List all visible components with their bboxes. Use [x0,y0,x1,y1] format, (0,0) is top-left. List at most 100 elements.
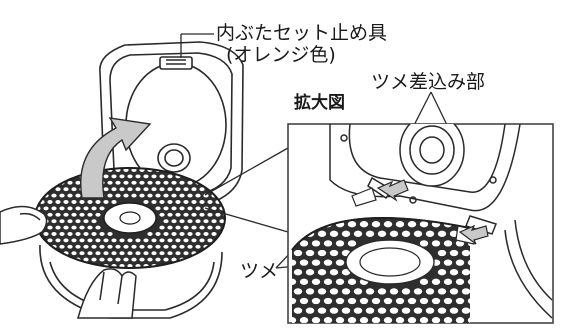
perforation-hole [155,180,161,185]
perforation-hole [175,187,181,192]
perforation-hole [163,219,169,224]
perforation-hole [63,200,69,204]
perforation-hole [83,206,89,211]
perforation-hole [199,238,205,243]
perforation-hole [139,180,145,185]
perforation-hole [443,278,453,285]
perforation-hole [139,257,145,262]
perforation-hole [103,200,109,204]
perforation-hole [147,257,153,262]
perforation-hole [347,278,357,285]
perforation-hole [155,257,161,262]
perforation-hole [195,206,201,211]
perforation-hole [383,221,393,228]
perforation-hole [323,240,333,247]
perforation-hole [175,238,181,243]
perforation-hole [323,297,333,305]
perforation-hole [455,317,465,323]
perforation-hole [191,238,197,243]
perforation-hole [119,187,125,192]
perforation-hole [292,317,297,323]
perforation-hole [179,244,185,249]
perforation-hole [341,307,351,314]
perforation-hole [63,225,69,230]
perforation-hole [335,278,345,285]
perforation-hole [51,193,57,198]
perforation-hole [55,187,61,192]
curved-arrow-icon [80,117,152,199]
perforation-hole [305,269,315,276]
perforation-hole [305,249,315,257]
perforation-hole [407,317,417,323]
perforation-hole [127,264,133,268]
perforation-hole [365,307,375,314]
perforation-hole [443,240,453,247]
perforation-hole [179,219,185,224]
perforation-hole [63,174,69,179]
perforation-hole [317,269,327,276]
perforation-hole [159,251,165,256]
perforation-hole [87,212,93,217]
perforation-hole [187,206,193,211]
perforation-hole [431,297,441,305]
perforation-hole [425,288,435,295]
perforation-hole [171,257,177,262]
perforation-hole [111,238,117,243]
perforation-hole [292,297,297,305]
perforation-hole [71,251,77,256]
perforation-hole [87,238,93,243]
perforation-hole [211,219,217,224]
perforation-hole [389,288,399,295]
perforation-hole [171,193,177,198]
perforation-hole [365,230,375,237]
perforation-hole [35,168,41,172]
perforation-hole [461,269,470,276]
perforation-hole [203,193,209,198]
perforation-hole [71,200,77,204]
perforation-hole [443,259,453,266]
perforation-hole [187,193,193,198]
perforation-hole [143,238,149,243]
perforation-hole [171,232,177,236]
perforation-hole [371,297,381,305]
perforation-hole [329,307,339,314]
perforation-hole [353,307,363,314]
perforation-hole [419,240,429,247]
perforation-hole [179,206,185,211]
perforation-hole [115,193,121,198]
perforation-hole [107,193,113,198]
perforation-hole [51,168,57,172]
perforation-hole [51,219,57,224]
perforation-hole [95,238,101,243]
perforation-hole [159,187,165,192]
double-arrow-icon [376,179,489,245]
perforation-hole [75,168,81,172]
perforation-hole [329,230,339,237]
perforation-hole [419,317,429,323]
perforation-hole [67,193,73,198]
perforation-hole [75,244,81,249]
perforation-hole [131,244,137,249]
perforation-hole [299,259,309,266]
perforation-hole [191,200,197,204]
perforation-hole [151,238,157,243]
perforation-hole [183,200,189,204]
perforation-hole [413,230,423,237]
perforation-hole [155,193,161,198]
perforation-hole [292,278,297,285]
perforation-hole [75,180,81,185]
perforation-hole [59,193,65,198]
hands [0,205,137,319]
perforation-hole [167,251,173,256]
perforation-hole [139,244,145,249]
perforation-hole [299,317,309,323]
perforation-hole [461,288,470,295]
perforation-hole [39,174,45,179]
perforation-hole [215,212,221,217]
perforation-hole [47,174,53,179]
perforation-hole [183,251,189,256]
perforation-hole [195,219,201,224]
perforation-hole [195,244,201,249]
perforation-hole [119,251,125,256]
perforation-hole [187,219,193,224]
